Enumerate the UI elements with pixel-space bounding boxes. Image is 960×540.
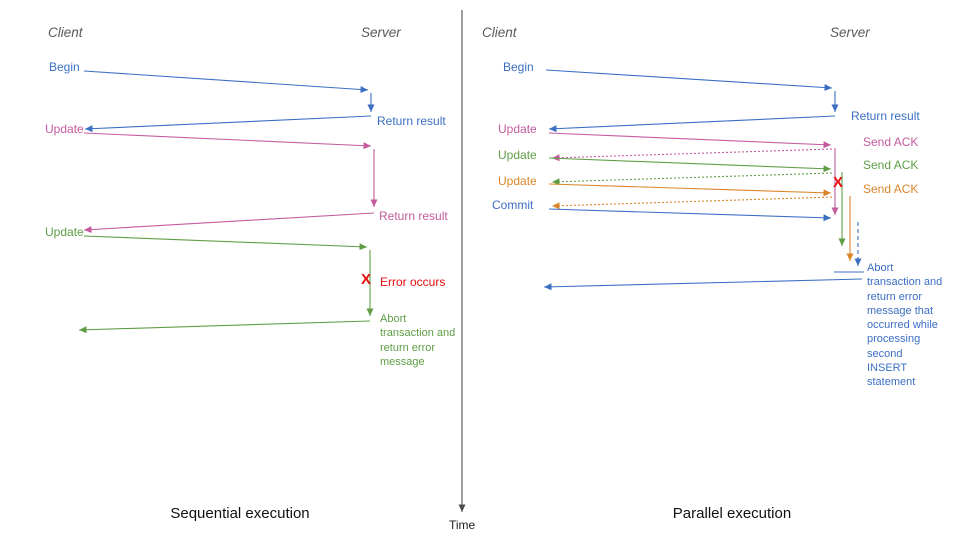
- right-begin-label: Begin: [503, 60, 534, 74]
- right-update-3-label: Update: [498, 174, 537, 188]
- left-client-header: Client: [48, 25, 83, 40]
- left-return-result-1-label: Return result: [377, 114, 446, 128]
- time-axis-label: Time: [449, 518, 476, 532]
- right-panel-title: Parallel execution: [672, 505, 792, 522]
- left-begin-label: Begin: [49, 60, 80, 74]
- right-abort-reply-arrow: [543, 278, 863, 291]
- right-send-ack-1-arrow: [551, 148, 833, 162]
- right-client-header: Client: [482, 25, 517, 40]
- left-server-header: Server: [361, 25, 401, 40]
- left-error-label: Error occurs: [380, 275, 446, 289]
- right-panel-arrows: [543, 69, 864, 291]
- left-abort-note: Abort transaction and return error messa…: [380, 313, 456, 368]
- right-update-1-request-arrow: [548, 132, 832, 149]
- right-update-2-request-arrow: [548, 157, 832, 173]
- right-send-ack-3-arrow: [551, 196, 833, 210]
- right-error-x-icon: X: [833, 174, 844, 191]
- left-return-result-1-arrow: [84, 115, 372, 133]
- right-commit-label: Commit: [492, 198, 534, 212]
- left-return-result-2-arrow: [83, 212, 375, 234]
- right-commit-request-arrow: [548, 208, 832, 222]
- left-begin-request-arrow: [83, 70, 369, 93]
- left-return-result-2-label: Return result: [379, 209, 448, 223]
- right-update-2-label: Update: [498, 148, 537, 162]
- left-error-x-icon: X: [361, 271, 372, 288]
- left-panel-title: Sequential execution: [170, 505, 310, 522]
- right-update-3-request-arrow: [548, 183, 832, 197]
- left-update-2-label: Update: [45, 225, 84, 239]
- right-return-result-arrow: [548, 115, 836, 133]
- right-return-result-label: Return result: [851, 109, 920, 123]
- right-abort-note: Abort transaction and return error messa…: [867, 262, 943, 389]
- right-send-ack-2-label: Send ACK: [863, 158, 919, 172]
- left-update-1-request-arrow: [83, 132, 372, 150]
- right-server-header: Server: [830, 25, 870, 40]
- right-send-ack-1-label: Send ACK: [863, 135, 919, 149]
- right-send-ack-2-arrow: [551, 172, 833, 186]
- left-panel-arrows: [78, 70, 378, 334]
- right-send-ack-3-label: Send ACK: [863, 182, 919, 196]
- left-abort-reply-arrow: [78, 320, 371, 334]
- right-update-1-label: Update: [498, 122, 537, 136]
- left-update-2-request-arrow: [83, 235, 368, 251]
- right-begin-request-arrow: [545, 69, 833, 92]
- left-update-1-label: Update: [45, 122, 84, 136]
